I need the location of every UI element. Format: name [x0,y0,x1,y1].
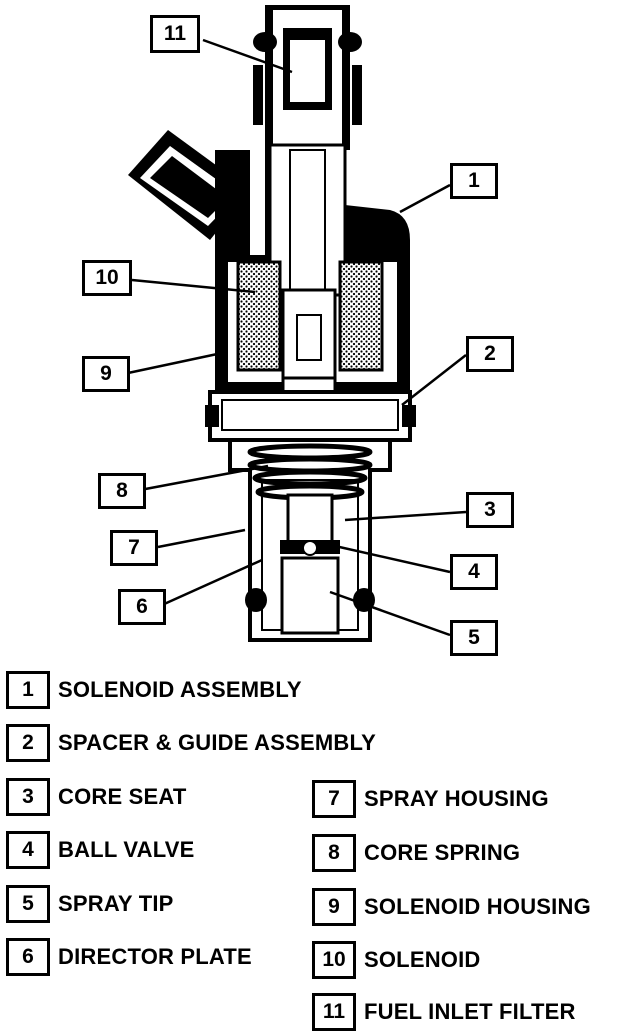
legend-item-5: 5 SPRAY TIP [6,884,174,924]
legend-item-9: 9 SOLENOID HOUSING [312,887,591,927]
callout-7: 7 [110,530,158,566]
legend-number: 8 [312,834,356,872]
legend-label: SPACER & GUIDE ASSEMBLY [58,730,376,755]
callout-8: 8 [98,473,146,509]
legend-number: 10 [312,941,356,979]
legend-item-4: 4 BALL VALVE [6,830,194,870]
legend-number: 1 [6,671,50,709]
legend-number: 7 [312,780,356,818]
fuel-injector-cutaway [127,5,467,642]
legend-label: CORE SPRING [364,840,521,865]
legend-number: 2 [6,724,50,762]
core-seat [280,493,340,556]
spacer-guide [205,390,416,442]
core-spring [247,443,373,501]
legend-label: CORE SEAT [58,784,187,809]
callout-3: 3 [466,492,514,528]
legend-number: 6 [6,938,50,976]
callout-4: 4 [450,554,498,590]
legend-label: SPRAY TIP [58,891,174,916]
legend-number: 5 [6,885,50,923]
legend-item-3: 3 CORE SEAT [6,777,187,817]
legend-label: SOLENOID ASSEMBLY [58,677,302,702]
legend-item-2: 2 SPACER & GUIDE ASSEMBLY [6,723,376,763]
legend-label: DIRECTOR PLATE [58,944,252,969]
legend-label: SOLENOID [364,947,481,972]
legend-item-10: 10 SOLENOID [312,940,481,980]
legend-number: 9 [312,888,356,926]
legend-number: 11 [312,993,356,1031]
legend-label: FUEL INLET FILTER [364,999,576,1024]
legend-item-1: 1 SOLENOID ASSEMBLY [6,670,302,710]
callout-11: 11 [150,15,200,53]
solenoid-coil [236,260,384,372]
callout-5: 5 [450,620,498,656]
callout-9: 9 [82,356,130,392]
legend-item-7: 7 SPRAY HOUSING [312,779,549,819]
legend-item-6: 6 DIRECTOR PLATE [6,937,252,977]
callout-2: 2 [466,336,514,372]
legend-number: 4 [6,831,50,869]
legend-label: SOLENOID HOUSING [364,894,591,919]
leader-lines [127,38,467,637]
callout-10: 10 [82,260,132,296]
callout-1: 1 [450,163,498,199]
legend-label: BALL VALVE [58,837,195,862]
legend-label: SPRAY HOUSING [364,786,549,811]
callout-6: 6 [118,589,166,625]
legend-number: 3 [6,778,50,816]
legend-item-11: 11 FUEL INLET FILTER [312,992,576,1032]
inlet-tube [253,5,362,150]
legend-item-8: 8 CORE SPRING [312,833,520,873]
